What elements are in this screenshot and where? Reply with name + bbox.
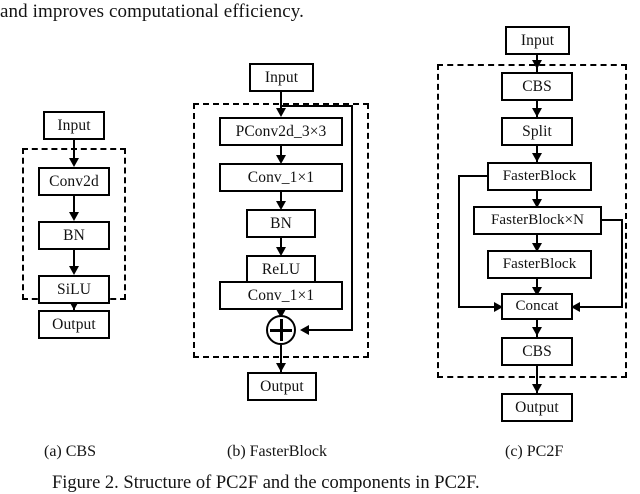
figure-caption: Figure 2. Structure of PC2F and the comp… <box>52 473 480 493</box>
panel-b-edge-bn-to-relu <box>280 238 283 254</box>
panel-b-edge-pconv-to-conv1 <box>280 146 283 162</box>
panel-b-input-box[interactable]: Input <box>249 63 314 92</box>
panel-a-edge-input-to-conv2d <box>72 140 76 162</box>
panel-b-block-pconv2d[interactable]: PConv2d_3×3 <box>219 117 343 146</box>
panel-b-arrowhead-6 <box>275 309 286 318</box>
panel-c-block-split[interactable]: Split <box>501 117 573 146</box>
panel-c-subcaption: (c) PC2F <box>505 443 564 460</box>
panel-b-edge-input-to-pconv <box>280 92 283 114</box>
panel-c-arrowhead-6 <box>531 287 542 296</box>
panel-b-arrowhead-4 <box>275 247 286 256</box>
panel-c-block-fasterblock-last-label: FasterBlock <box>502 256 577 272</box>
panel-c-arrowhead-3 <box>531 153 542 162</box>
panel-a-output-label: Output <box>52 315 96 333</box>
panel-a-arrowhead-2 <box>68 212 79 221</box>
panel-b-arrowhead-2 <box>275 155 286 164</box>
panel-c-arrowhead-2 <box>531 108 542 117</box>
panel-b-block-bn[interactable]: BN <box>246 209 316 238</box>
panel-c-block-cbs-bottom[interactable]: CBS <box>501 337 573 366</box>
panel-c-arrowhead-1 <box>531 60 542 69</box>
panel-c-left-branch-top-segment <box>458 175 489 178</box>
panel-b-skip-arrowhead <box>300 324 309 335</box>
panel-b-output-label: Output <box>260 377 304 395</box>
panel-c-block-cbs-bottom-label: CBS <box>522 342 552 360</box>
panel-b-residual-add-circle <box>266 315 296 345</box>
panel-c-block-fasterblock-xn-label: FasterBlock×N <box>490 212 585 228</box>
panel-c-left-branch-vertical-segment <box>458 175 461 308</box>
panel-a-arrowhead-1 <box>68 158 79 167</box>
panel-a-block-bn[interactable]: BN <box>38 221 110 250</box>
panel-c-right-branch-vertical-segment <box>620 219 623 308</box>
panel-a-input-box[interactable]: Input <box>43 111 105 140</box>
panel-c-block-fasterblock-first[interactable]: FasterBlock <box>487 162 592 191</box>
panel-c-right-branch-arrowhead <box>571 301 580 312</box>
panel-b-block-conv1x1-second[interactable]: Conv_1×1 <box>219 281 343 310</box>
panel-a-input-label: Input <box>57 116 91 134</box>
panel-c-block-concat[interactable]: Concat <box>501 293 573 320</box>
panel-b-skip-right-segment <box>351 105 354 331</box>
panel-c-left-branch-arrowhead <box>494 301 503 312</box>
panel-b-block-conv1x1-second-label: Conv_1×1 <box>247 286 315 304</box>
panel-b-block-bn-label: BN <box>270 214 292 232</box>
panel-c-block-cbs-top[interactable]: CBS <box>501 72 573 101</box>
panel-b-edge-sum-to-output <box>280 345 283 375</box>
panel-a-block-silu[interactable]: SiLU <box>38 275 110 304</box>
panel-c-right-branch-top-segment <box>600 219 623 222</box>
panel-c-output-label: Output <box>515 398 559 416</box>
panel-c-left-branch-bottom-segment <box>458 306 501 309</box>
panel-a-block-conv2d[interactable]: Conv2d <box>38 167 110 196</box>
panel-c-right-branch-bottom-segment <box>578 306 621 309</box>
panel-a-block-silu-label: SiLU <box>57 280 91 298</box>
panel-b-block-relu[interactable]: ReLU <box>246 255 316 284</box>
panel-a-arrowhead-4 <box>68 301 79 310</box>
panel-b-arrowhead-3 <box>275 201 286 210</box>
panel-b-output-box[interactable]: Output <box>247 372 317 401</box>
panel-c-block-split-label: Split <box>522 122 552 140</box>
panel-a-subcaption: (a) CBS <box>44 443 96 460</box>
panel-a-output-box[interactable]: Output <box>38 310 110 339</box>
panel-b-block-relu-label: ReLU <box>261 260 301 278</box>
body-paragraph-text: and improves computational efficiency. <box>0 1 305 22</box>
panel-c-block-fasterblock-xn[interactable]: FasterBlock×N <box>473 206 602 235</box>
panel-a-block-bn-label: BN <box>63 226 85 244</box>
panel-c-arrowhead-4 <box>531 199 542 208</box>
panel-b-arrowhead-1 <box>275 108 286 117</box>
panel-b-skip-top-segment <box>281 105 353 108</box>
panel-c-arrowhead-5 <box>531 243 542 252</box>
panel-c-block-concat-label: Concat <box>515 298 559 314</box>
panel-a-block-conv2d-label: Conv2d <box>49 172 99 190</box>
panel-c-block-fasterblock-first-label: FasterBlock <box>502 168 577 184</box>
panel-b-block-conv1x1-first-label: Conv_1×1 <box>247 168 315 186</box>
panel-b-arrowhead-7 <box>275 363 286 372</box>
panel-c-output-box[interactable]: Output <box>501 393 573 422</box>
panel-c-input-label: Input <box>520 31 555 49</box>
panel-a-edge-conv2d-to-bn <box>72 196 76 216</box>
panel-b-plus-vertical-stroke <box>280 319 283 341</box>
panel-b-subcaption: (b) FasterBlock <box>227 443 327 460</box>
panel-b-edge-conv1-to-bn <box>280 192 283 208</box>
panel-c-input-box[interactable]: Input <box>505 26 570 55</box>
panel-c-arrowhead-8 <box>531 384 542 393</box>
panel-b-block-conv1x1-first[interactable]: Conv_1×1 <box>219 163 343 192</box>
panel-c-edge-cbs-to-output <box>536 366 539 394</box>
panel-a-edge-bn-to-silu <box>72 250 76 270</box>
panel-b-skip-bottom-segment <box>305 329 353 332</box>
panel-c-arrowhead-7 <box>531 327 542 336</box>
panel-b-input-label: Input <box>264 68 299 86</box>
panel-a-arrowhead-3 <box>68 266 79 275</box>
panel-b-block-pconv2d-label: PConv2d_3×3 <box>235 122 327 140</box>
panel-c-block-cbs-top-label: CBS <box>522 77 552 95</box>
panel-c-block-fasterblock-last[interactable]: FasterBlock <box>487 250 592 279</box>
